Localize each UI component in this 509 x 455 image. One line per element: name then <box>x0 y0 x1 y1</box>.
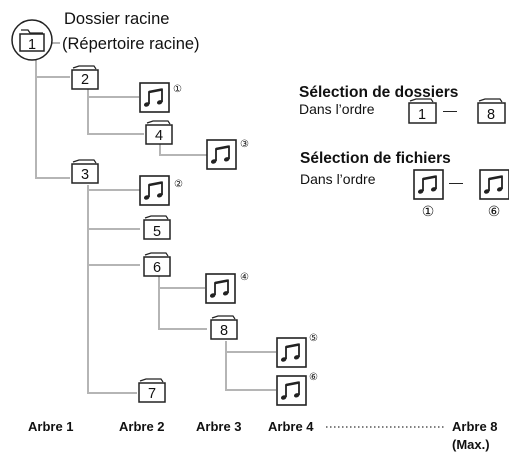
folder-icon <box>145 120 173 145</box>
file-6: ⑥ <box>275 372 318 407</box>
folder-label-1: 1 <box>28 37 36 53</box>
file-2: ② <box>138 174 183 207</box>
folder-icon <box>71 159 99 184</box>
legend-files-dash: — <box>449 174 463 190</box>
folder-icon <box>408 98 437 124</box>
tree-label-2: Arbre 2 <box>119 419 165 434</box>
file-label-5: ⑤ <box>309 333 318 344</box>
file-label-3: ③ <box>240 139 249 150</box>
folder-icon <box>143 215 171 240</box>
legend-files-order: Dans l’ordre <box>300 171 376 187</box>
folder-label-8: 8 <box>220 323 228 339</box>
file-3: ③ <box>205 138 249 171</box>
file-label-2: ② <box>174 179 183 190</box>
folder-label-2: 2 <box>81 72 89 88</box>
folder-8: 8 <box>210 315 238 340</box>
folder-3: 3 <box>71 159 99 184</box>
legend-folders-heading: Sélection de dossiers <box>299 84 458 101</box>
tree-connectors <box>35 42 276 394</box>
tree-label-1: Arbre 1 <box>28 419 74 434</box>
file-label-4: ④ <box>240 272 249 283</box>
tree-label-4: Arbre 4 <box>268 419 314 434</box>
root-folder: 1 <box>11 19 53 61</box>
folder-label-6: 6 <box>153 260 161 276</box>
connector-f6 <box>158 275 207 330</box>
folder-5: 5 <box>143 215 171 240</box>
tree-label-max: (Max.) <box>452 437 490 452</box>
legend-folders-to: 8 <box>487 107 495 123</box>
connector-f2 <box>87 89 144 135</box>
music-note-icon <box>412 168 445 201</box>
music-note-icon <box>205 138 238 171</box>
folder-icon <box>138 378 166 403</box>
folder-6: 6 <box>143 252 171 277</box>
root-title: Dossier racine <box>64 10 169 28</box>
file-label-6: ⑥ <box>309 372 318 383</box>
tree-label-3: Arbre 3 <box>196 419 242 434</box>
connector-f4 <box>159 144 207 156</box>
folder-label-5: 5 <box>153 224 161 240</box>
connector-f3 <box>87 185 137 394</box>
tree-label-8: Arbre 8 <box>452 419 498 434</box>
folder-4: 4 <box>145 120 173 145</box>
folder-label-3: 3 <box>81 167 89 183</box>
legend-files-heading: Sélection de fichiers <box>300 150 451 167</box>
music-note-icon <box>478 168 509 201</box>
file-1: ① <box>138 81 182 114</box>
music-note-icon <box>275 374 308 407</box>
folder-icon <box>477 98 506 124</box>
folder-icon <box>143 252 171 277</box>
folder-icon <box>19 29 45 52</box>
folder-icon <box>71 65 99 90</box>
legend-folders-dash: — <box>443 102 457 118</box>
tree-depth-labels: Arbre 1 Arbre 2 Arbre 3 Arbre 4 Arbre 8 … <box>28 419 498 452</box>
legend-folders: Sélection de dossiers Dans l’ordre 1 — 8 <box>299 84 506 124</box>
music-note-icon <box>275 336 308 369</box>
folder-icon <box>210 315 238 340</box>
folder-7: 7 <box>138 378 166 403</box>
file-4: ④ <box>204 272 249 305</box>
legend-folders-from: 1 <box>418 107 426 123</box>
connector-f8 <box>225 341 276 391</box>
legend-files-from: ① <box>422 203 435 219</box>
folder-label-7: 7 <box>148 386 156 402</box>
legend-folders-order: Dans l’ordre <box>299 101 375 117</box>
file-5: ⑤ <box>275 333 318 369</box>
folder-2: 2 <box>71 65 99 90</box>
root-subtitle: (Répertoire racine) <box>62 35 200 53</box>
connector-root <box>35 52 70 179</box>
legend-files: Sélection de fichiers Dans l’ordre ① — ⑥ <box>300 150 509 219</box>
music-note-icon <box>138 174 171 207</box>
music-note-icon <box>204 272 237 305</box>
file-label-1: ① <box>173 84 182 95</box>
music-note-icon <box>138 81 171 114</box>
folder-label-4: 4 <box>155 128 163 144</box>
legend-files-to: ⑥ <box>488 203 501 219</box>
